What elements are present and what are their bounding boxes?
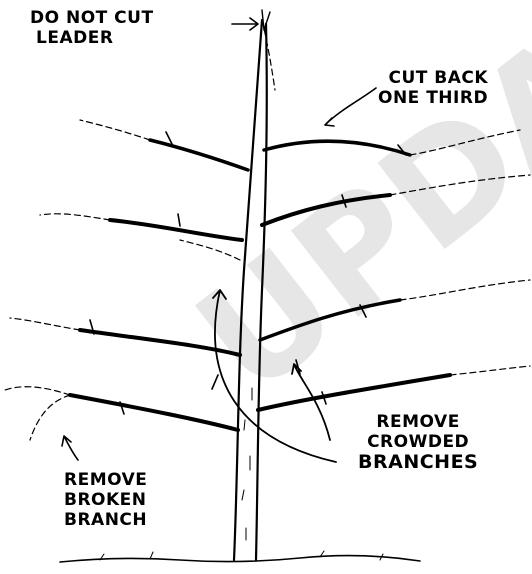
label-line: ONE THIRD — [378, 88, 488, 108]
dashed-left-twigs — [5, 120, 150, 440]
label-line: CROWDED — [358, 432, 478, 452]
label-cut-back-one-third: CUT BACK ONE THIRD — [378, 68, 488, 108]
watermark: UPDATED — [166, 0, 532, 429]
label-line: CUT BACK — [378, 68, 488, 88]
label-remove-broken-branch: REMOVE BROKEN BRANCH — [64, 470, 147, 530]
branch-top-left — [150, 140, 248, 170]
label-line: REMOVE — [358, 412, 478, 432]
label-line: LEADER — [30, 28, 154, 48]
ground-line — [60, 556, 420, 562]
label-do-not-cut-leader: DO NOT CUT LEADER — [30, 8, 154, 48]
branch-lower-left — [70, 395, 238, 430]
branch-upper-left — [110, 220, 242, 240]
label-line: BRANCHES — [358, 452, 478, 472]
label-line: REMOVE — [64, 470, 147, 490]
label-line: BRANCH — [64, 510, 147, 530]
label-remove-crowded-branches: REMOVE CROWDED BRANCHES — [358, 412, 478, 472]
arrow-leader — [232, 18, 258, 30]
arrow-cut-back — [325, 88, 376, 126]
label-line: BROKEN — [64, 490, 147, 510]
label-line: DO NOT CUT — [30, 8, 154, 28]
bark-marks — [242, 388, 252, 540]
arrow-broken — [62, 436, 78, 460]
